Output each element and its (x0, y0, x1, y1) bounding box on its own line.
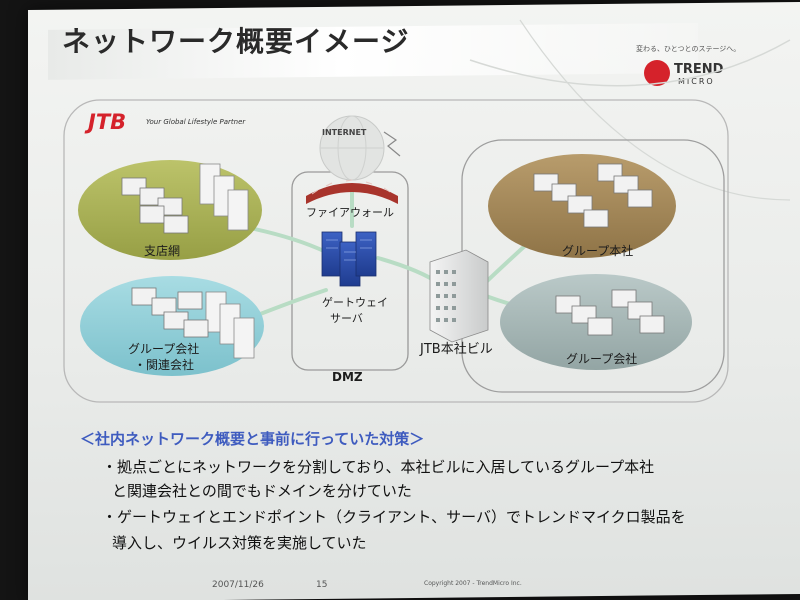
jtb-tagline: Your Global Lifestyle Partner (146, 118, 246, 126)
hq-building-label: JTB本社ビル (420, 342, 493, 357)
trend-micro-logo-mark-icon (644, 60, 670, 86)
group-company-label: グループ会社 (566, 352, 638, 366)
pc-cluster-icon (533, 163, 653, 228)
bullet-1-line-2: と関連会社との間でもドメインを分けていた (112, 482, 412, 500)
dmz-label: DMZ (332, 370, 363, 384)
footer-date: 2007/11/26 (212, 580, 264, 590)
gateway-label-line1: ゲートウェイ (322, 296, 388, 309)
bullet-2-line-1: ・ゲートウェイとエンドポイント（クライアント、サーバ）でトレンドマイクロ製品を (102, 508, 686, 526)
pc-cluster-icon (555, 289, 665, 336)
internet-label: INTERNET (322, 128, 367, 137)
gateway-label-line2: サーバ (330, 312, 363, 325)
internet-globe-icon (319, 115, 401, 181)
notes-heading: ＜社内ネットワーク概要と事前に行っていた対策＞ (80, 430, 425, 448)
jtb-logo: JTB (88, 110, 127, 134)
brand-tagline: 変わる、ひとつとのステージへ。 (636, 45, 741, 53)
slide-title: ネットワーク概要イメージ (62, 25, 410, 58)
firewall-icon (306, 179, 398, 204)
group-affiliates-label-line1: グループ会社 (128, 342, 200, 356)
branch-network-label: 支店網 (144, 244, 181, 258)
footer-copyright: Copyright 2007 - TrendMicro Inc. (424, 580, 522, 587)
server-rack-icon (199, 163, 249, 231)
overall-network-frame (63, 99, 729, 403)
pc-cluster-icon (131, 287, 209, 338)
decor-arc (469, 39, 791, 87)
group-affiliates-label-line2: ・関連会社 (134, 358, 195, 372)
bullet-1-line-1: ・拠点ごとにネットワークを分割しており、本社ビルに入居しているグループ本社 (102, 458, 655, 476)
logo-text-micro: MICRO (678, 77, 715, 86)
bullet-2-line-2: 導入し、ウイルス対策を実施していた (112, 534, 367, 552)
decor-arc (519, 19, 791, 201)
hq-building-icon (429, 249, 489, 343)
group-hq-label: グループ本社 (562, 244, 634, 258)
gateway-server-icon (321, 231, 377, 287)
pc-cluster-icon (121, 177, 189, 234)
server-rack-icon (205, 291, 255, 359)
firewall-label: ファイアウォール (306, 206, 394, 219)
footer-page-number: 15 (316, 580, 328, 590)
